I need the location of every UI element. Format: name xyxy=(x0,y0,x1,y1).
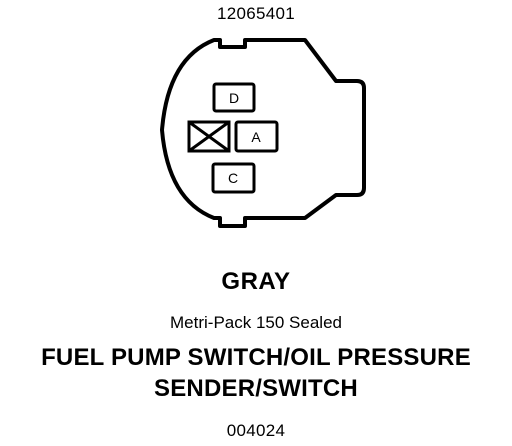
cavity-a-label: A xyxy=(251,129,261,145)
cavity-c: C xyxy=(211,162,256,194)
figure-id: 004024 xyxy=(226,421,286,440)
connector-name-line1: FUEL PUMP SWITCH/OIL PRESSURE xyxy=(41,344,471,371)
connector-body-outline xyxy=(160,38,366,228)
cavity-d-label: D xyxy=(229,90,239,106)
part-number: 12065401 xyxy=(216,4,296,23)
connector-name: FUEL PUMP SWITCH/OIL PRESSURE SENDER/SWI… xyxy=(0,342,512,404)
connector-type: Metri-Pack 150 Sealed xyxy=(170,313,342,332)
blocked-cavity xyxy=(187,120,231,153)
connector-color: GRAY xyxy=(221,268,291,295)
cavity-a: A xyxy=(234,120,279,153)
connector-name-line2: SENDER/SWITCH xyxy=(154,375,358,402)
connector-diagram: D A C xyxy=(160,38,366,228)
cavity-d: D xyxy=(212,82,256,113)
cavity-c-label: C xyxy=(228,170,238,186)
